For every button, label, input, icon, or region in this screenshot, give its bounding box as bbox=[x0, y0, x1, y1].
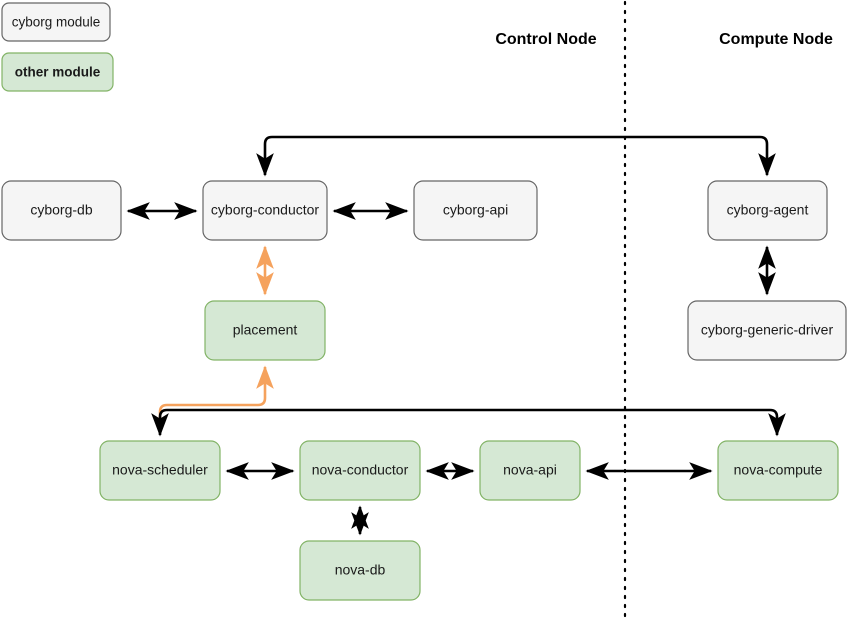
node-nova-api[interactable]: nova-api bbox=[479, 440, 581, 501]
legend-swatch-cyborg-module bbox=[1, 2, 111, 42]
node-cyborg-agent-label: cyborg-agent bbox=[727, 202, 809, 218]
node-nova-conductor-box[interactable] bbox=[299, 440, 421, 501]
node-nova-compute-box[interactable] bbox=[717, 440, 839, 501]
node-nova-api-box[interactable] bbox=[479, 440, 581, 501]
node-cyborg-db-box[interactable] bbox=[1, 180, 122, 241]
node-nova-compute[interactable]: nova-compute bbox=[717, 440, 839, 501]
node-nova-conductor[interactable]: nova-conductor bbox=[299, 440, 421, 501]
legend-swatch-other-module bbox=[1, 52, 114, 92]
node-nova-db-box[interactable] bbox=[299, 540, 421, 601]
edge-nova-scheduler-to-nova-compute-bus bbox=[151, 408, 786, 437]
node-cyborg-db-label: cyborg-db bbox=[30, 202, 92, 218]
node-nova-scheduler-box[interactable] bbox=[99, 440, 221, 501]
node-cyborg-conductor-box[interactable] bbox=[202, 180, 328, 241]
node-nova-conductor-label: nova-conductor bbox=[312, 462, 409, 478]
node-cyborg-api-label: cyborg-api bbox=[443, 202, 508, 218]
edges-layer bbox=[126, 135, 786, 536]
node-nova-api-label: nova-api bbox=[503, 462, 557, 478]
node-nova-db[interactable]: nova-db bbox=[299, 540, 421, 601]
node-nova-scheduler[interactable]: nova-scheduler bbox=[99, 440, 221, 501]
nodes-layer: cyborg-db cyborg-conductor cyborg-api cy… bbox=[1, 180, 847, 601]
node-cyborg-agent-box[interactable] bbox=[707, 180, 828, 241]
edge-cyborg-conductor-to-cyborg-agent bbox=[256, 135, 776, 177]
edge-nova-scheduler-to-placement bbox=[158, 365, 274, 432]
node-cyborg-conductor-label: cyborg-conductor bbox=[211, 202, 320, 218]
node-cyborg-api-box[interactable] bbox=[413, 180, 538, 241]
node-placement-label: placement bbox=[233, 322, 298, 338]
node-placement-box[interactable] bbox=[204, 300, 326, 361]
node-cyborg-generic-driver-label: cyborg-generic-driver bbox=[701, 322, 834, 338]
node-cyborg-generic-driver[interactable]: cyborg-generic-driver bbox=[687, 300, 847, 361]
section-title-compute-node: Compute Node bbox=[719, 31, 833, 48]
legend-item-cyborg-module: cyborg module bbox=[1, 2, 111, 42]
node-nova-scheduler-label: nova-scheduler bbox=[112, 462, 208, 478]
node-cyborg-generic-driver-box[interactable] bbox=[687, 300, 847, 361]
node-nova-db-label: nova-db bbox=[335, 562, 386, 578]
node-nova-compute-label: nova-compute bbox=[734, 462, 823, 478]
legend-item-other-module: other module bbox=[1, 52, 114, 92]
node-cyborg-db[interactable]: cyborg-db bbox=[1, 180, 122, 241]
node-cyborg-agent[interactable]: cyborg-agent bbox=[707, 180, 828, 241]
node-placement[interactable]: placement bbox=[204, 300, 326, 361]
section-title-control-node: Control Node bbox=[495, 31, 596, 48]
legend: cyborg module other module bbox=[1, 2, 114, 92]
legend-label-cyborg-module: cyborg module bbox=[12, 15, 101, 30]
node-cyborg-api[interactable]: cyborg-api bbox=[413, 180, 538, 241]
legend-label-other-module: other module bbox=[15, 65, 101, 80]
node-cyborg-conductor[interactable]: cyborg-conductor bbox=[202, 180, 328, 241]
